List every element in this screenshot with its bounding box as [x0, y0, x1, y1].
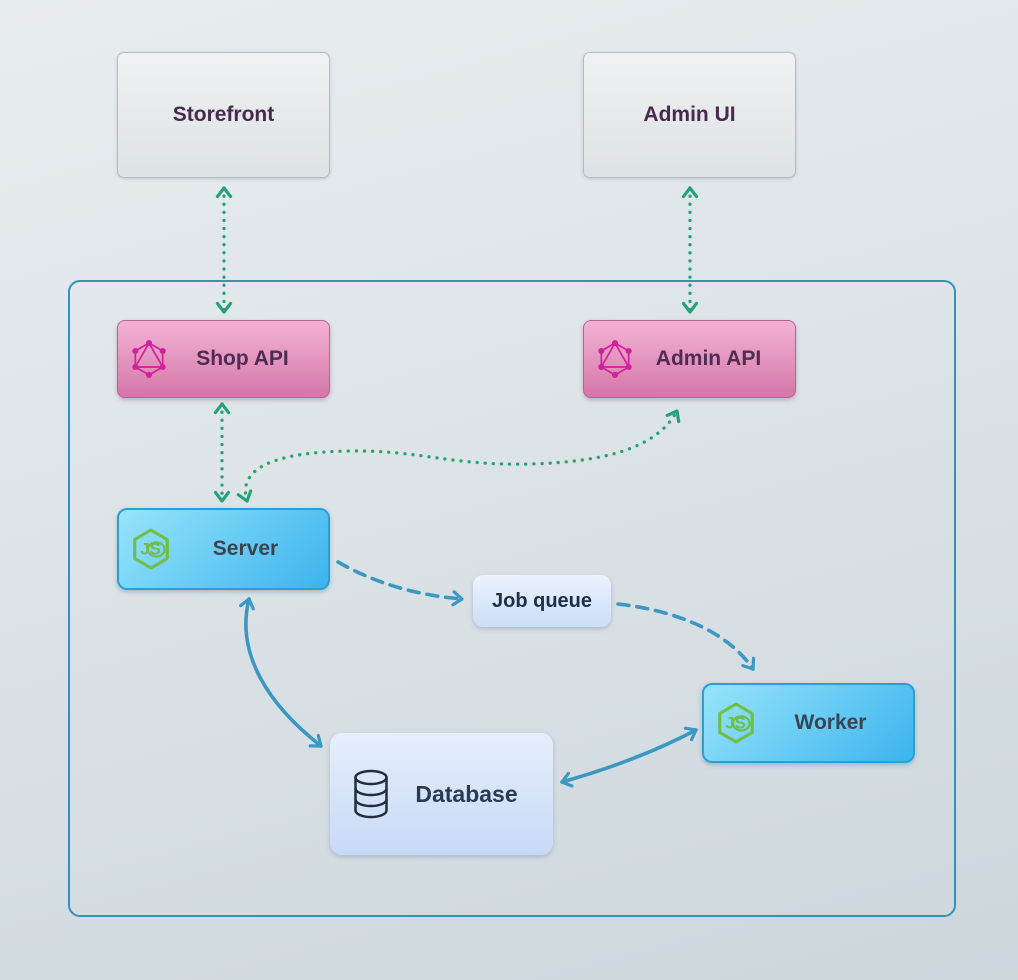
- node-server: JS Server: [117, 508, 330, 590]
- node-shop-api: Shop API: [117, 320, 330, 398]
- node-admin-api: Admin API: [583, 320, 796, 398]
- nodejs-icon: JS: [133, 528, 169, 570]
- node-label: Server: [212, 537, 279, 560]
- node-label: Storefront: [172, 103, 275, 126]
- database-icon: [354, 769, 388, 819]
- svg-text:JS: JS: [140, 540, 160, 559]
- node-job-queue: Job queue: [473, 575, 611, 627]
- graphql-icon: [132, 340, 166, 378]
- node-database: Database: [330, 733, 553, 855]
- node-label: Worker: [794, 711, 867, 734]
- node-storefront: Storefront: [117, 52, 330, 178]
- nodejs-icon: JS: [718, 702, 754, 744]
- svg-text:JS: JS: [725, 714, 745, 733]
- node-label: Admin UI: [643, 103, 736, 126]
- graphql-icon: [598, 340, 632, 378]
- node-label: Database: [415, 780, 518, 807]
- node-label: Job queue: [491, 589, 592, 612]
- node-label: Admin API: [655, 347, 762, 370]
- node-label: Shop API: [196, 347, 289, 370]
- backend-boundary-box: [68, 280, 956, 917]
- node-admin-ui: Admin UI: [583, 52, 796, 178]
- node-worker: JS Worker: [702, 683, 915, 763]
